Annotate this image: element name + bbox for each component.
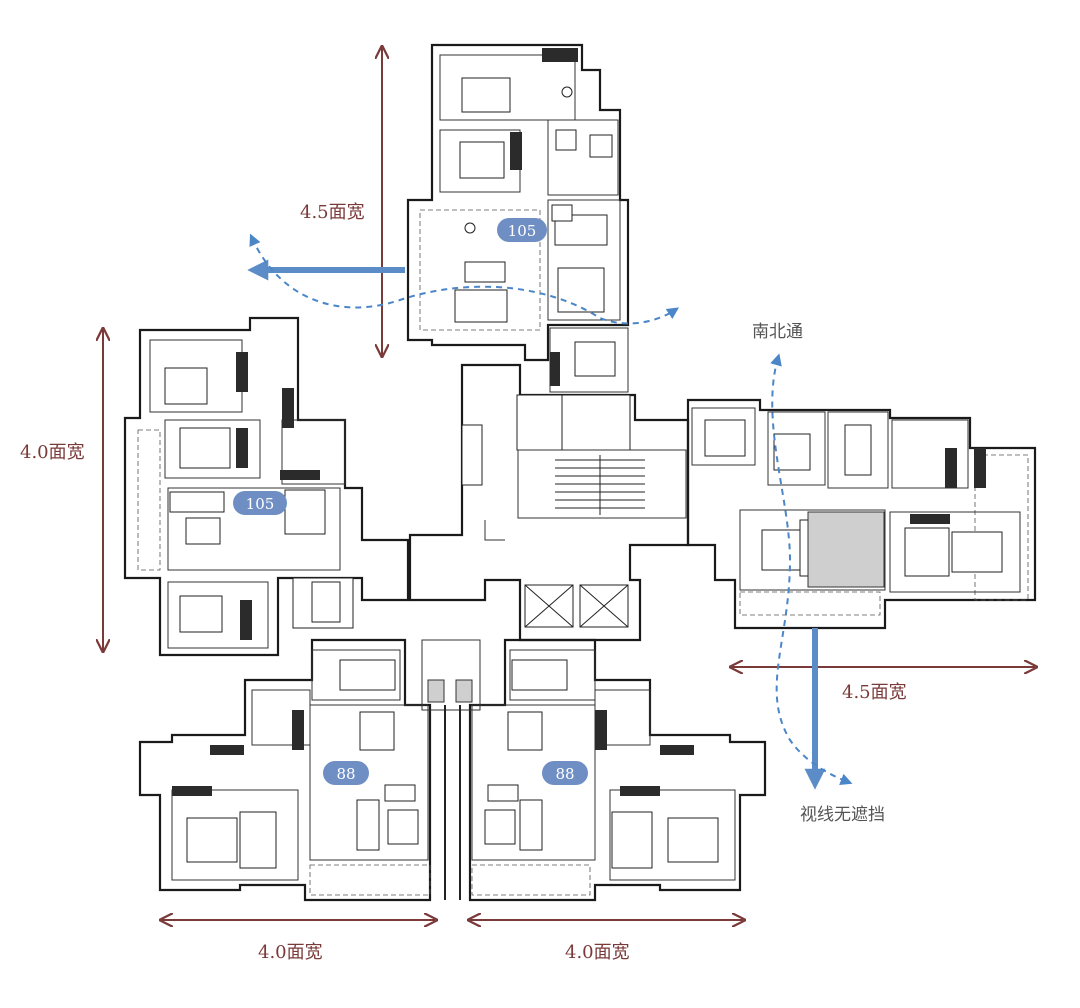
unit-area-label: 88 — [336, 765, 355, 783]
stair-elevator-core — [408, 363, 690, 642]
unit-badge-left: 105 — [233, 491, 287, 515]
dimension-bottom-left: 4.0面宽 — [162, 920, 435, 963]
unit-left — [123, 316, 410, 657]
dimension-label: 4.5面宽 — [842, 682, 907, 703]
elevator-left — [524, 584, 574, 628]
ventilation-flow-right — [770, 353, 853, 785]
unit-bottom-left — [138, 638, 432, 902]
staircase — [555, 455, 645, 515]
unit-badge-bottom-right: 88 — [542, 761, 588, 785]
dimension-label: 4.0面宽 — [20, 442, 85, 463]
view-note: 视线无遮挡 — [800, 805, 885, 825]
dimension-label: 4.0面宽 — [258, 942, 323, 963]
dimension-bottom-right: 4.0面宽 — [470, 920, 743, 963]
unit-badge-bottom-left: 88 — [323, 761, 369, 785]
unit-badge-top: 105 — [497, 218, 547, 242]
corridor-bottom — [421, 639, 481, 900]
unit-bottom-right — [468, 638, 767, 902]
unit-area-label: 105 — [508, 222, 537, 240]
elevator-right — [579, 584, 629, 628]
ventilation-note: 南北通 — [752, 322, 803, 342]
unit-area-label: 105 — [246, 495, 275, 513]
dimension-label: 4.5面宽 — [300, 202, 365, 223]
dimension-label: 4.0面宽 — [565, 942, 630, 963]
unit-right — [686, 398, 1037, 630]
unit-area-label: 88 — [555, 765, 574, 783]
dimension-left: 4.0面宽 — [20, 330, 103, 650]
dimension-top-left: 4.5面宽 — [300, 48, 382, 355]
